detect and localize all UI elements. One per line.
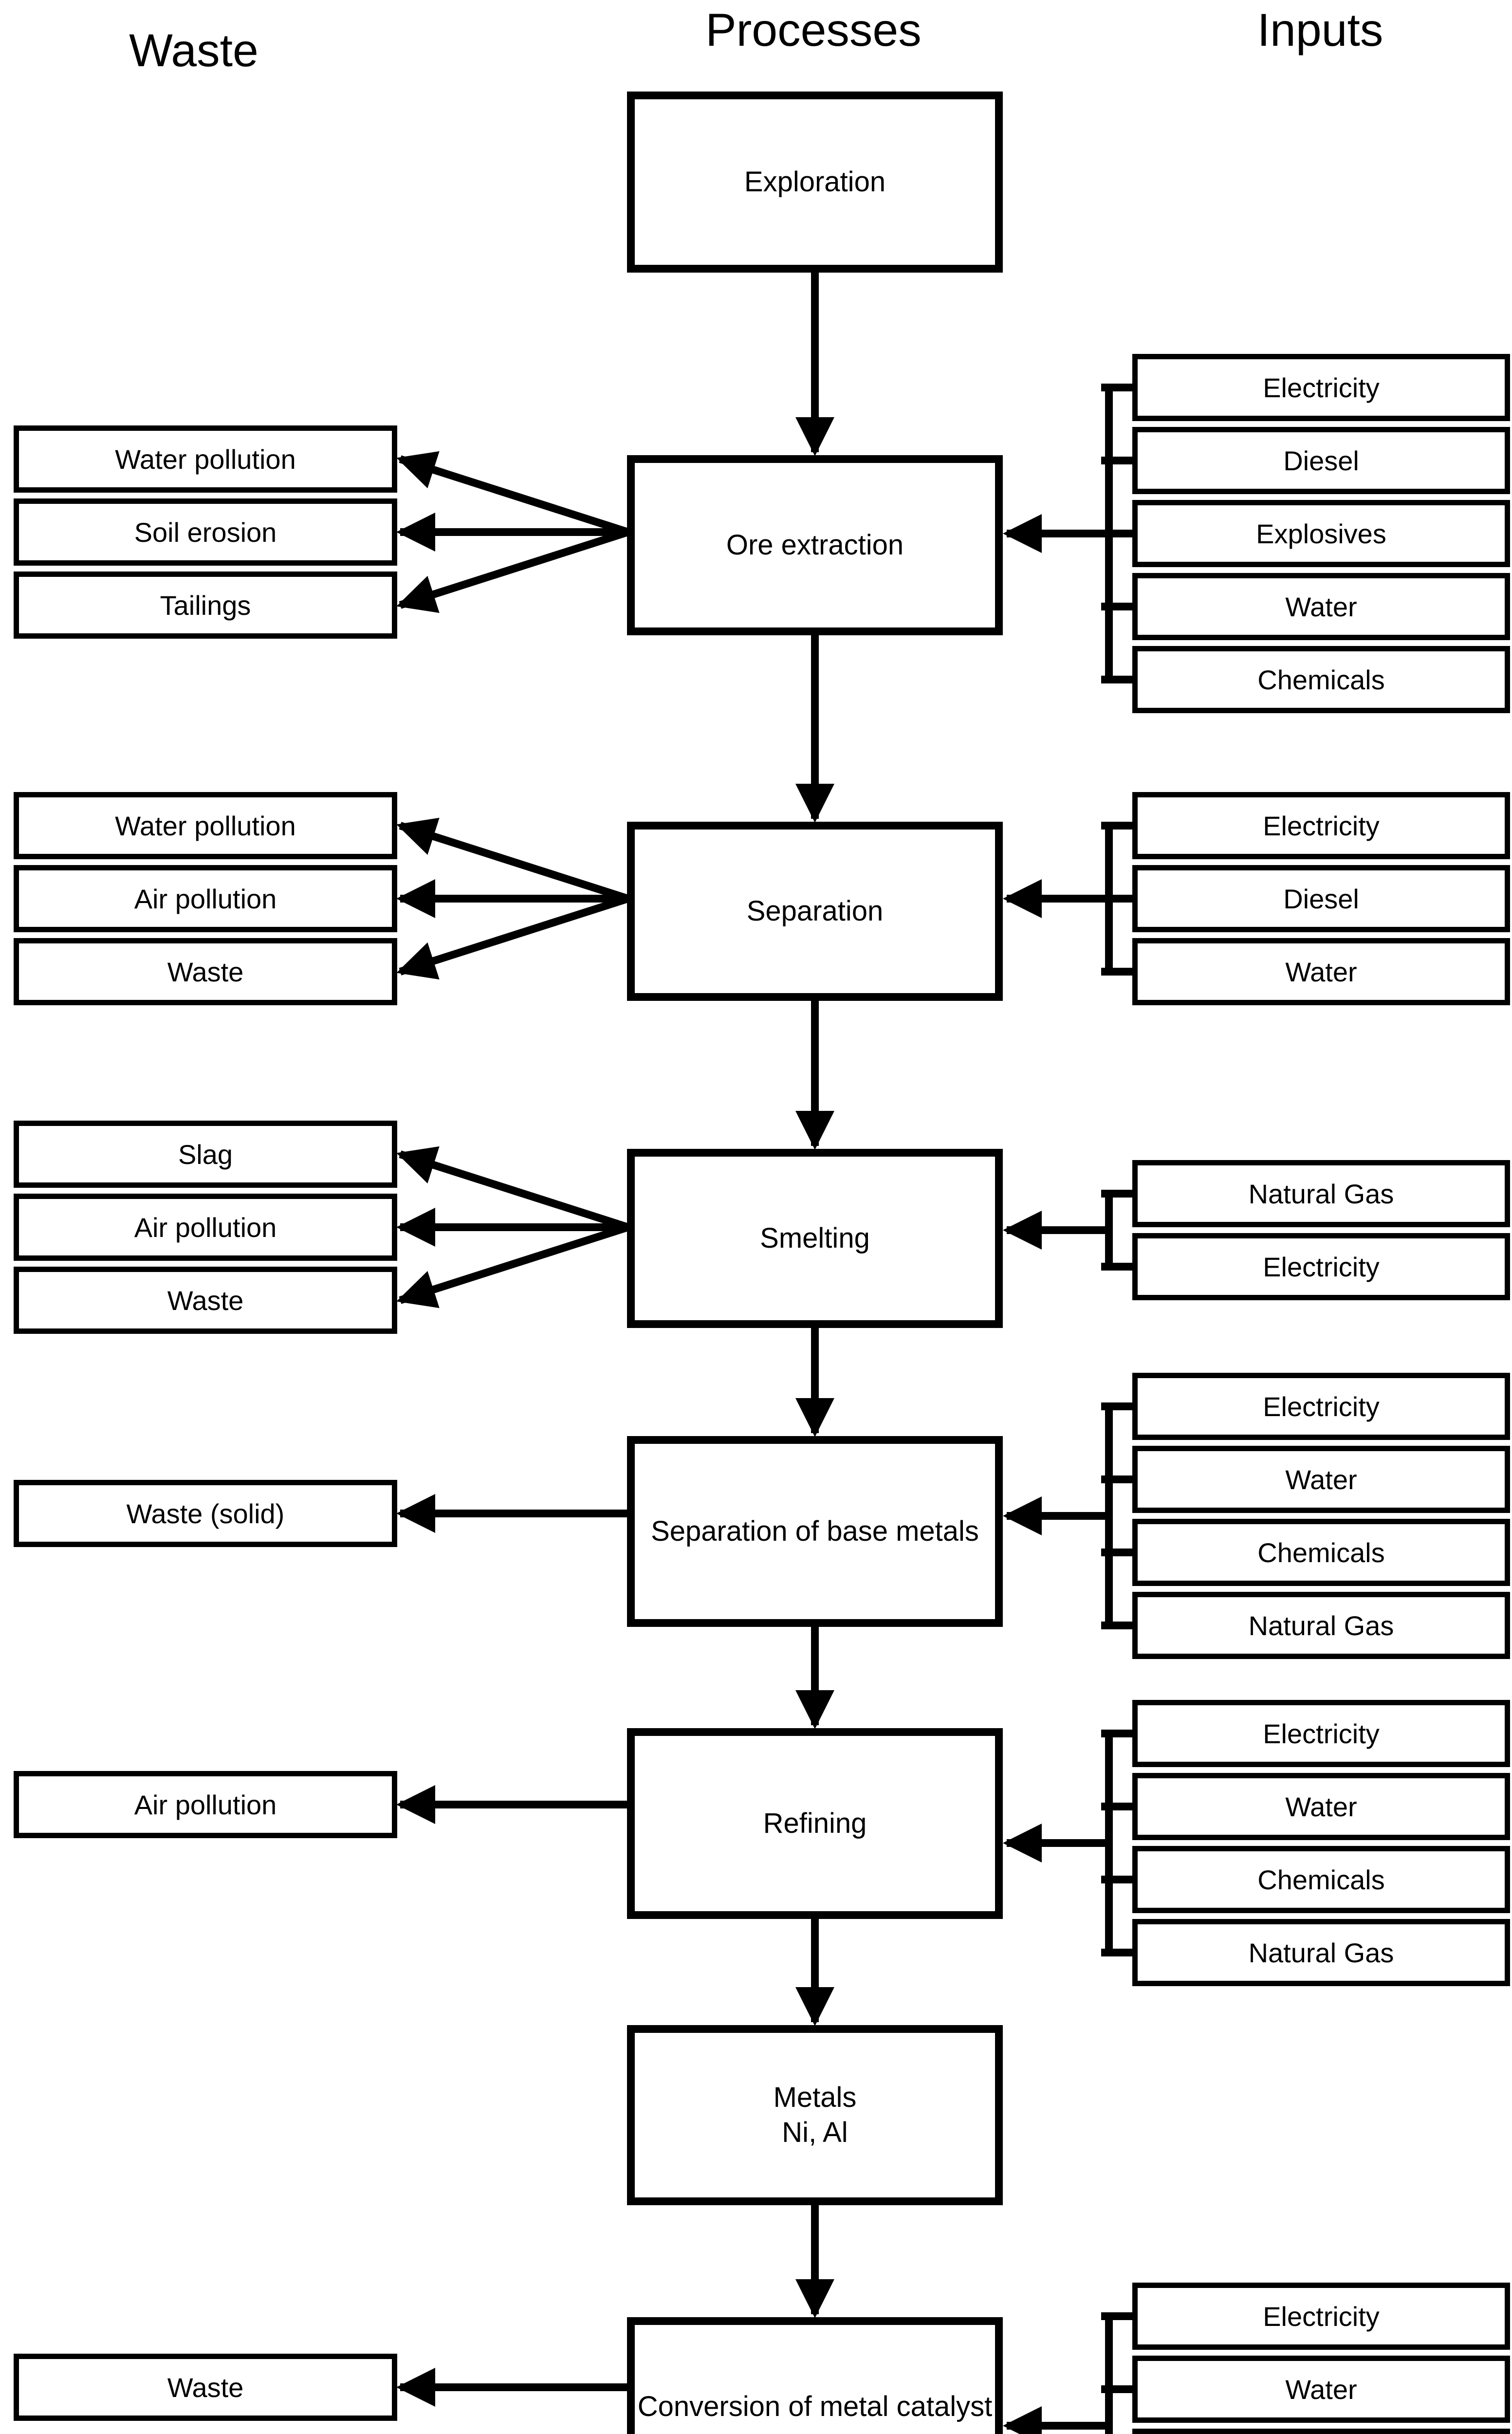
input-label: Electricity bbox=[1263, 1391, 1380, 1422]
process-label: Refining bbox=[763, 1807, 867, 1839]
waste-arrows-ore-extraction bbox=[396, 451, 629, 613]
waste-box: Waste bbox=[14, 938, 397, 1005]
input-label: Electricity bbox=[1263, 810, 1380, 841]
input-label: Diesel bbox=[1283, 445, 1359, 476]
input-connector-separation bbox=[1003, 822, 1134, 976]
waste-box: Waste bbox=[14, 2354, 397, 2421]
waste-label: Soil erosion bbox=[134, 516, 277, 548]
process-label: Conversion of metal catalyst bbox=[637, 2390, 993, 2422]
input-box: Water bbox=[1132, 2356, 1510, 2423]
input-box: Natural Gas bbox=[1132, 1919, 1510, 1986]
column-header-waste: Waste bbox=[129, 25, 258, 76]
input-connector-smelting bbox=[1003, 1190, 1134, 1271]
waste-label: Water pollution bbox=[115, 810, 296, 841]
input-label: Water bbox=[1285, 1791, 1357, 1822]
input-box: Natural Gas bbox=[1132, 1592, 1510, 1659]
waste-box: Waste bbox=[14, 1267, 397, 1334]
process-label: Exploration bbox=[744, 166, 886, 198]
waste-arrows-smelting bbox=[396, 1146, 629, 1309]
input-box: Diesel bbox=[1132, 427, 1510, 494]
waste-arrows-separation bbox=[396, 817, 629, 980]
input-box: Water bbox=[1132, 573, 1510, 640]
input-label: Water bbox=[1285, 2374, 1357, 2405]
process-box-exploration: Exploration bbox=[627, 92, 1003, 273]
input-connector-separation-base-metals bbox=[1003, 1402, 1134, 1629]
input-box: Electricity bbox=[1132, 1233, 1510, 1300]
waste-box: Air pollution bbox=[14, 1771, 397, 1838]
input-box: Chemicals bbox=[1132, 2429, 1510, 2434]
waste-label: Tailings bbox=[160, 590, 251, 621]
input-label: Chemicals bbox=[1257, 1537, 1385, 1568]
waste-box: Air pollution bbox=[14, 865, 397, 932]
waste-label: Slag bbox=[178, 1139, 233, 1170]
waste-label: Water pollution bbox=[115, 443, 296, 475]
waste-label: Waste bbox=[167, 1285, 244, 1316]
input-box: Natural Gas bbox=[1132, 1160, 1510, 1227]
input-box: Chemicals bbox=[1132, 1519, 1510, 1586]
column-header-processes: Processes bbox=[705, 4, 922, 56]
waste-box: Soil erosion bbox=[14, 498, 397, 566]
input-box: Water bbox=[1132, 938, 1510, 1005]
input-label: Water bbox=[1285, 591, 1357, 622]
waste-label: Air pollution bbox=[134, 1212, 277, 1243]
waste-box: Water pollution bbox=[14, 425, 397, 493]
input-label: Natural Gas bbox=[1248, 1937, 1394, 1968]
input-label: Water bbox=[1285, 956, 1357, 987]
process-label: Separation bbox=[746, 895, 884, 927]
process-box-ore-extraction: Ore extraction bbox=[627, 455, 1003, 635]
input-box: Chemicals bbox=[1132, 646, 1510, 713]
input-box: Chemicals bbox=[1132, 1846, 1510, 1913]
input-label: Chemicals bbox=[1257, 664, 1385, 695]
input-label: Diesel bbox=[1283, 883, 1359, 914]
process-box-smelting: Smelting bbox=[627, 1149, 1003, 1328]
input-box: Diesel bbox=[1132, 865, 1510, 932]
process-box-conversion: Conversion of metal catalyst bbox=[627, 2317, 1003, 2434]
input-label: Explosives bbox=[1256, 518, 1386, 549]
waste-box: Waste (solid) bbox=[14, 1480, 397, 1547]
waste-label: Waste (solid) bbox=[126, 1498, 285, 1529]
input-connector-conversion bbox=[1003, 2312, 1134, 2434]
waste-label: Air pollution bbox=[134, 1789, 277, 1820]
waste-label: Waste bbox=[167, 956, 244, 987]
process-label: Smelting bbox=[760, 1222, 870, 1254]
input-box: Water bbox=[1132, 1446, 1510, 1513]
waste-box: Air pollution bbox=[14, 1194, 397, 1261]
process-box-refining: Refining bbox=[627, 1728, 1003, 1919]
input-label: Chemicals bbox=[1257, 1864, 1385, 1895]
input-connector-ore-extraction bbox=[1003, 384, 1134, 683]
input-box: Explosives bbox=[1132, 500, 1510, 567]
input-label: Water bbox=[1285, 1464, 1357, 1495]
process-box-separation: Separation bbox=[627, 822, 1003, 1001]
input-label: Electricity bbox=[1263, 2301, 1380, 2332]
input-box: Electricity bbox=[1132, 2283, 1510, 2350]
input-box: Electricity bbox=[1132, 792, 1510, 859]
input-connector-refining bbox=[1003, 1730, 1134, 1956]
input-label: Electricity bbox=[1263, 1718, 1380, 1749]
waste-box: Slag bbox=[14, 1121, 397, 1188]
column-header-inputs: Inputs bbox=[1257, 4, 1383, 56]
input-box: Electricity bbox=[1132, 1373, 1510, 1440]
waste-label: Air pollution bbox=[134, 883, 277, 914]
process-box-metals: Metals Ni, Al bbox=[627, 2025, 1003, 2205]
process-label: Metals Ni, Al bbox=[773, 2081, 857, 2149]
process-box-separation-base-metals: Separation of base metals bbox=[627, 1436, 1003, 1627]
waste-box: Tailings bbox=[14, 572, 397, 639]
input-box: Water bbox=[1132, 1773, 1510, 1840]
input-label: Electricity bbox=[1263, 1251, 1380, 1282]
input-label: Natural Gas bbox=[1248, 1178, 1394, 1209]
input-box: Electricity bbox=[1132, 354, 1510, 421]
input-label: Electricity bbox=[1263, 372, 1380, 403]
process-label: Separation of base metals bbox=[651, 1515, 979, 1547]
process-label: Ore extraction bbox=[726, 529, 904, 561]
waste-box: Water pollution bbox=[14, 792, 397, 859]
input-label: Natural Gas bbox=[1248, 1610, 1394, 1641]
input-box: Electricity bbox=[1132, 1700, 1510, 1767]
waste-label: Waste bbox=[167, 2372, 244, 2403]
